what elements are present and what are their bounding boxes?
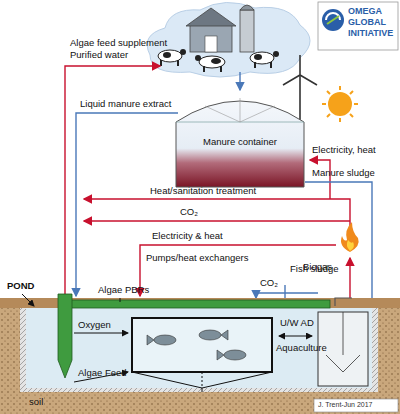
pond	[26, 308, 372, 388]
digester-tank	[335, 298, 352, 306]
flow-label: Liquid manure extract	[80, 99, 171, 110]
logo-box	[318, 2, 398, 50]
fish	[224, 350, 246, 360]
flow-label: CO₂	[260, 278, 278, 289]
cows	[203, 66, 205, 72]
wind-turbine	[299, 75, 301, 122]
logo-text: OMEGA GLOBAL INITIATIVE	[348, 6, 396, 38]
cows	[177, 60, 179, 66]
logo-box	[318, 2, 398, 50]
flow-label: Electricity, heat	[312, 145, 376, 156]
fish	[217, 350, 224, 360]
cows	[273, 51, 279, 57]
pointer-arrows	[202, 372, 203, 386]
flow-lines	[76, 113, 178, 296]
fish	[199, 330, 221, 340]
flame	[347, 240, 354, 251]
cows	[220, 66, 222, 72]
logo-box	[327, 16, 339, 24]
barn	[240, 10, 254, 52]
credit-text: J. Trent-Jun 2017	[318, 401, 372, 409]
barn	[186, 8, 236, 26]
cows	[254, 62, 256, 68]
barn	[186, 5, 254, 52]
part-label: Algae PBRs	[98, 285, 149, 296]
pointer-arrows	[74, 333, 128, 334]
pointer-arrows	[22, 294, 34, 306]
cows	[180, 49, 186, 55]
pond	[20, 308, 378, 392]
ground	[0, 308, 20, 392]
flow-label: Pumps/heat exchangers	[146, 253, 248, 264]
cows	[160, 60, 162, 66]
algae-pbr	[62, 300, 330, 308]
fish	[154, 335, 176, 345]
flow-label: Algae feed supplement	[70, 38, 167, 49]
region-label: POND	[6, 281, 35, 292]
part-label: Algae Feed	[78, 368, 127, 379]
digester-tank	[343, 312, 344, 355]
sun	[328, 92, 352, 116]
flow-lines	[310, 160, 330, 199]
sun	[322, 86, 358, 122]
ground	[0, 392, 400, 414]
cows	[211, 58, 221, 64]
flow-label: Purified water	[70, 50, 128, 61]
flow-label: Manure sludge	[312, 168, 375, 179]
flow-lines	[84, 199, 350, 226]
pointer-arrows	[22, 294, 312, 386]
cows	[270, 62, 272, 68]
flow-lines	[65, 66, 372, 312]
fish	[147, 335, 154, 345]
barn	[240, 5, 254, 10]
flow-lines	[256, 293, 318, 298]
node-label: Manure container	[175, 136, 305, 147]
part-label: Oxygen	[78, 320, 111, 331]
flow-label: CO₂	[180, 207, 198, 218]
barn	[190, 24, 232, 52]
wind-turbine	[283, 55, 317, 85]
part-label: U/W AD	[280, 318, 314, 329]
wind-turbine	[283, 55, 317, 122]
cows	[195, 55, 201, 61]
flame	[341, 222, 359, 252]
part-label: Aquaculture	[276, 343, 327, 354]
flow-label: Heat/sanitation treatment	[150, 186, 256, 197]
farm-cloud	[147, 2, 310, 77]
pointer-arrows	[279, 336, 312, 337]
logo-box	[322, 9, 344, 31]
aquaculture-tank	[132, 318, 272, 372]
credit-box	[314, 399, 398, 412]
cows	[254, 54, 262, 60]
ground	[378, 308, 400, 392]
algae-pbr	[58, 294, 72, 378]
region-label: soil	[28, 397, 44, 408]
barn	[205, 36, 217, 52]
digester-tank	[318, 298, 368, 386]
fish	[221, 330, 228, 340]
cows	[158, 49, 279, 72]
pond	[20, 308, 378, 392]
pointer-arrows	[120, 298, 121, 302]
aquaculture-tank	[132, 318, 272, 392]
flow-lines	[84, 220, 350, 221]
flow-label: Electricity & heat	[152, 231, 223, 242]
aquaculture-tank	[202, 388, 203, 392]
credit-box	[314, 399, 398, 412]
flow-label: Fish sludge	[290, 264, 339, 275]
aquaculture-tank	[132, 372, 272, 388]
farm-cloud	[147, 2, 310, 77]
fish	[147, 330, 246, 360]
tank-frame	[205, 98, 275, 122]
cows	[163, 52, 171, 58]
flame	[341, 222, 359, 252]
algae-pbr	[58, 294, 330, 378]
sun	[322, 86, 358, 122]
storage-tank: Manure container	[175, 86, 305, 188]
digester-tank	[326, 355, 360, 372]
flow-lines	[305, 182, 372, 310]
flow-lines	[239, 72, 240, 90]
